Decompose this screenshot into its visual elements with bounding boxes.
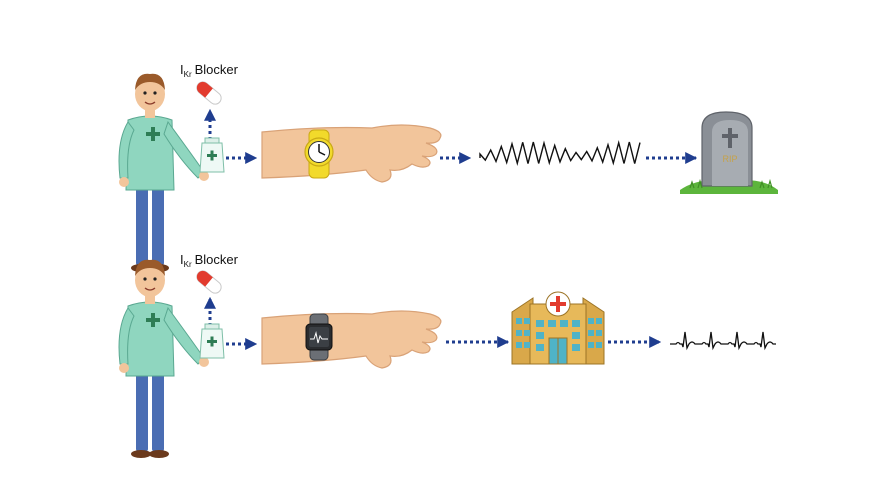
pill-icon-2 bbox=[193, 267, 225, 297]
drug-label-1-main: I bbox=[180, 62, 184, 77]
pill-bottle-icon-1 bbox=[199, 137, 225, 173]
row-2 bbox=[118, 259, 776, 459]
drug-label-1-sub: Kr bbox=[183, 70, 192, 79]
hospital-icon bbox=[511, 291, 605, 365]
drug-label-1-rest: Blocker bbox=[194, 62, 238, 77]
smart-watch-icon bbox=[305, 313, 333, 361]
drug-label-2-sub: Kr bbox=[183, 260, 192, 269]
gravestone-inscription: RIP bbox=[722, 154, 737, 164]
wrist-arm-1 bbox=[261, 124, 442, 183]
patient-figure-2 bbox=[118, 259, 210, 459]
torsades-waveform bbox=[479, 140, 641, 167]
row-1: RIP bbox=[118, 73, 778, 273]
normal-ecg-waveform bbox=[670, 331, 776, 351]
wrist-arm-2 bbox=[261, 310, 442, 369]
drug-label-2-rest: Blocker bbox=[194, 252, 238, 267]
pill-icon-1 bbox=[193, 78, 225, 108]
drug-label-2-main: I bbox=[180, 252, 184, 267]
patient-figure-1 bbox=[118, 73, 210, 273]
analog-watch-icon bbox=[304, 129, 334, 179]
pill-bottle-icon-2 bbox=[199, 323, 225, 359]
gravestone-icon: RIP bbox=[680, 111, 778, 194]
